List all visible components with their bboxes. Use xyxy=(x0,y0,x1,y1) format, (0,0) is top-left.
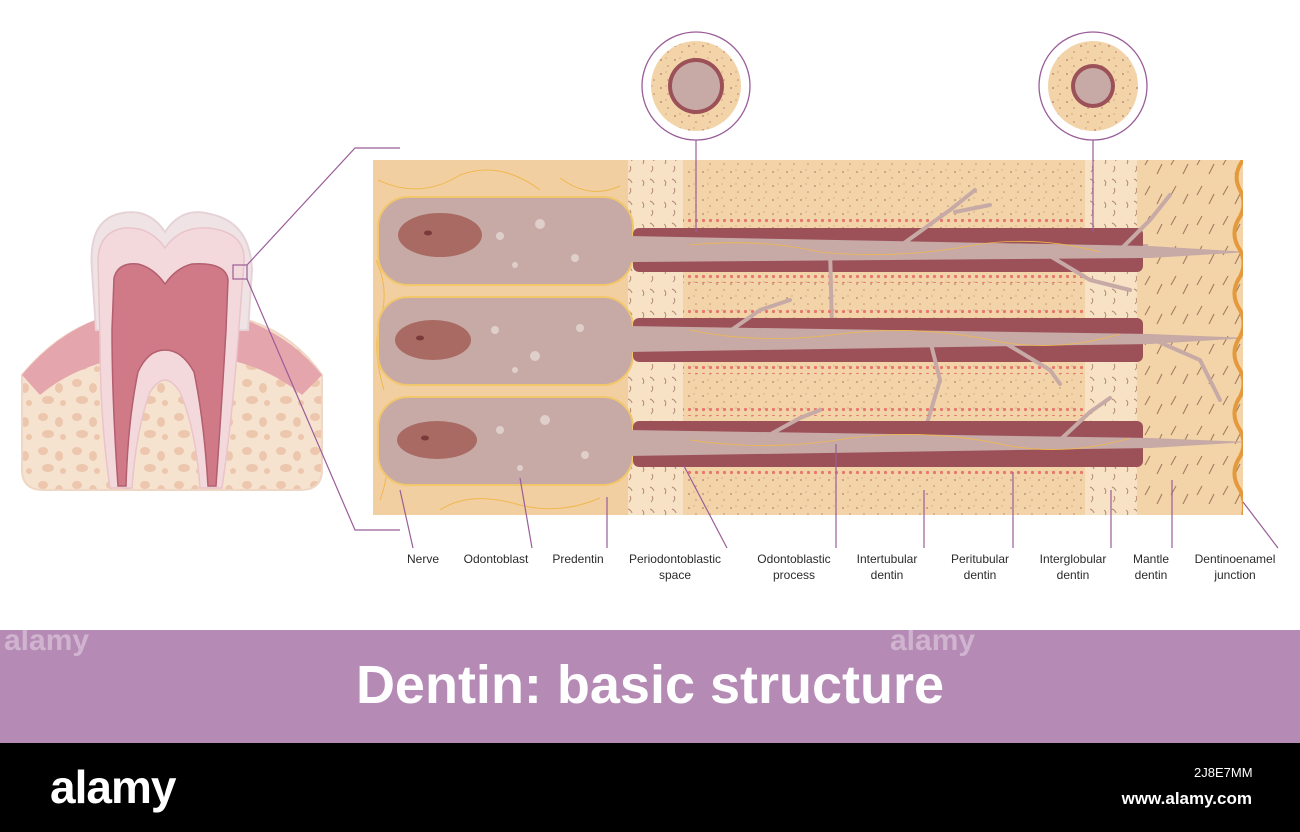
label-odontoblast: Odontoblast xyxy=(463,552,529,566)
label-nerve: Nerve xyxy=(406,552,440,566)
pulp-chamber xyxy=(111,263,229,487)
odontoblastic-process xyxy=(628,326,1243,352)
watermark: alamy xyxy=(4,624,90,657)
dentinoenamel-junction-edge xyxy=(1232,160,1243,515)
magnified-area-marker xyxy=(232,264,248,280)
peritubular-band xyxy=(683,215,1085,223)
label-predentin: Predentin xyxy=(552,552,604,566)
title-band xyxy=(0,630,1300,743)
tubule-cross-section-inset-1 xyxy=(641,31,751,232)
footer-bar xyxy=(0,743,1300,832)
page-title: Dentin: basic structure xyxy=(355,655,945,715)
peritubular-band xyxy=(683,470,1085,478)
odontoblast-row-1 xyxy=(377,188,1243,332)
watermark: alamy xyxy=(890,624,976,657)
image-id: 2J8E7MM xyxy=(1194,765,1253,780)
odontoblastic-process xyxy=(628,236,1243,262)
peritubular-band xyxy=(683,275,1085,283)
label-leaders xyxy=(399,444,1279,549)
zoom-lines xyxy=(246,147,400,531)
odontoblast-row-3 xyxy=(377,396,1243,486)
peritubular-band xyxy=(683,366,1085,374)
dentin-section xyxy=(373,160,1243,515)
odontoblast-row-2 xyxy=(377,296,1243,432)
gum-tissue xyxy=(22,318,322,395)
odontoblastic-process xyxy=(628,430,1243,456)
site-url: www.alamy.com xyxy=(1121,789,1252,808)
peritubular-band xyxy=(683,408,1085,416)
peritubular-band xyxy=(683,306,1085,314)
tubule-cross-section-inset-2 xyxy=(1038,31,1148,232)
tooth-overview xyxy=(21,211,323,491)
brand-logo: alamy xyxy=(50,761,176,813)
